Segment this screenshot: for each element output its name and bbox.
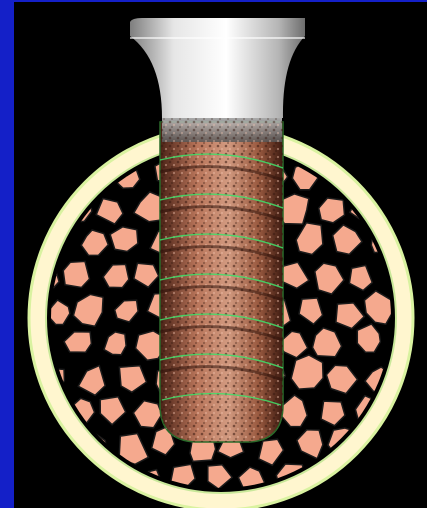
implant-body — [160, 118, 283, 442]
abutment — [130, 18, 305, 118]
bone-cell — [63, 261, 89, 287]
bone-cell — [291, 355, 323, 389]
